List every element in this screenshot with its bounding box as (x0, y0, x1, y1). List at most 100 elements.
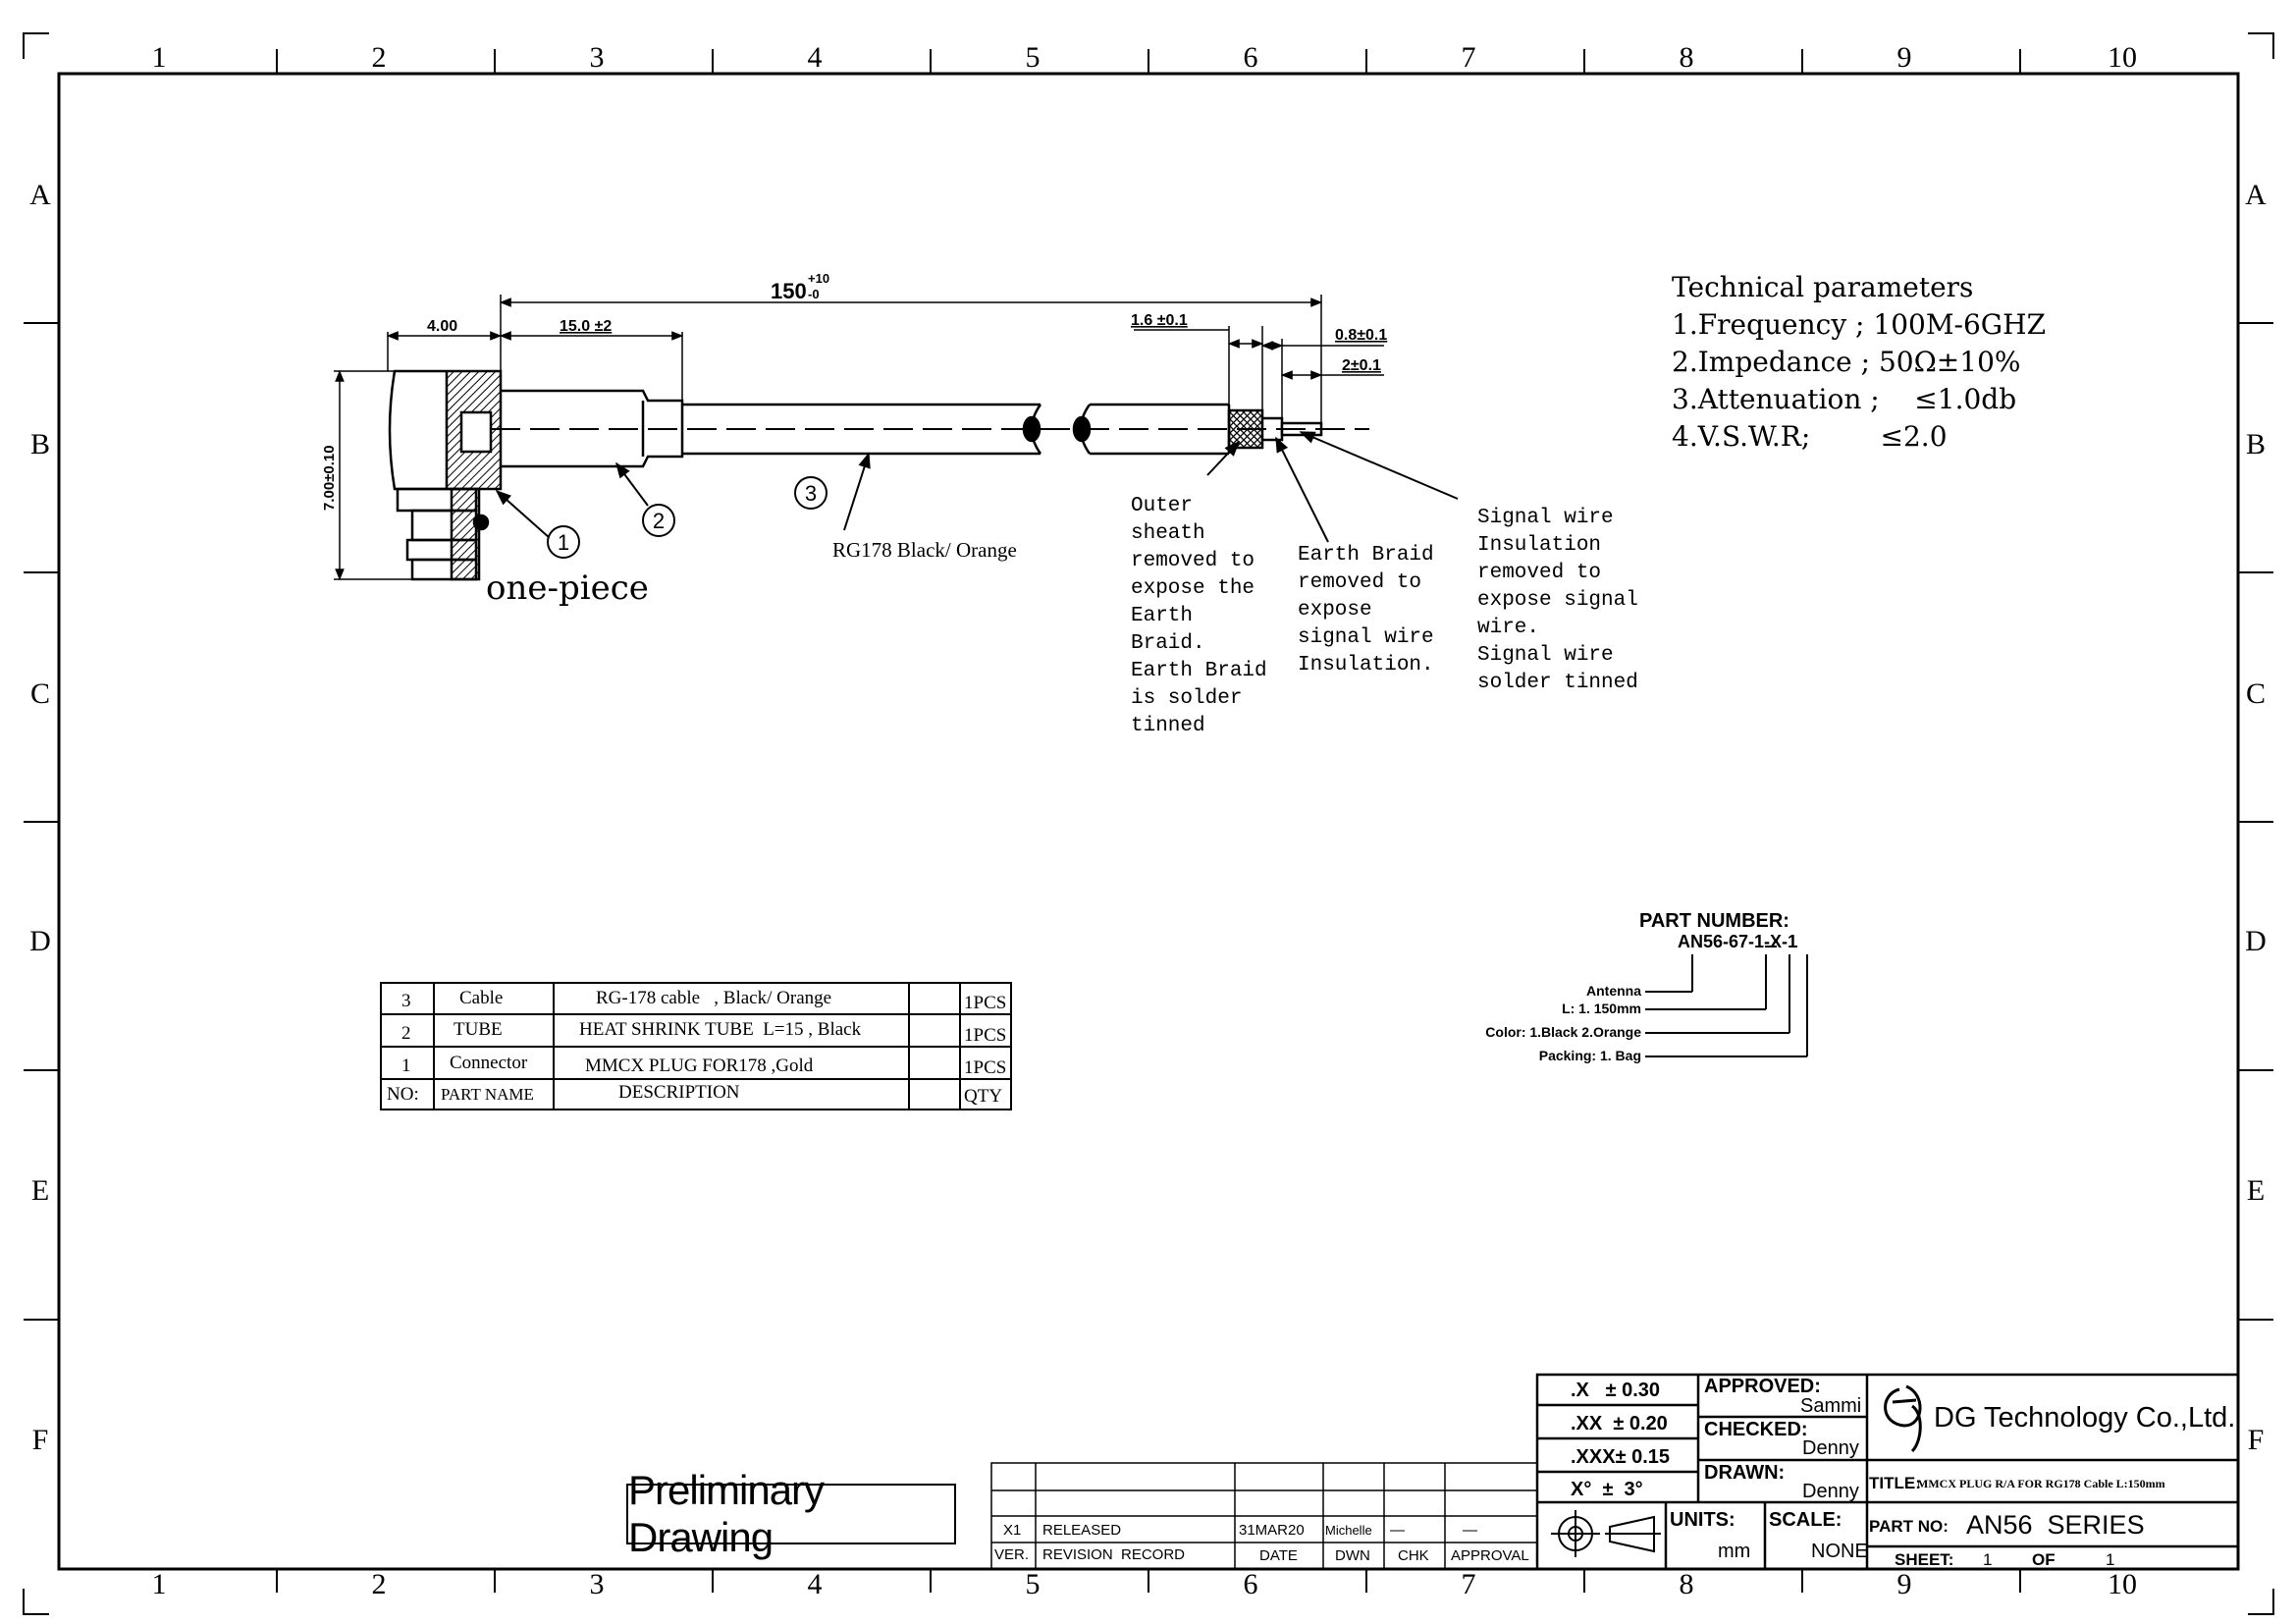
col-label-top: 1 (152, 41, 167, 74)
col-label-top: 9 (1897, 41, 1912, 74)
col-label-bottom: 2 (372, 1568, 387, 1600)
row-label-right: E (2247, 1174, 2265, 1207)
rev-chk: — (1390, 1522, 1405, 1539)
preliminary-drawing-stamp: Preliminary Drawing (626, 1467, 956, 1560)
part-number-title: PART NUMBER: (1639, 910, 1789, 932)
col-label-bottom: 5 (1026, 1568, 1041, 1600)
projection-symbol-icon (1551, 1510, 1661, 1557)
bom-header-desc: DESCRIPTION (618, 1082, 740, 1103)
technical-parameters: Technical parameters 1.Frequency ; 100M-… (1672, 271, 2046, 453)
svg-text:removed to: removed to (1477, 562, 1601, 584)
dim-0-8: 0.8±0.1 (1335, 327, 1387, 344)
svg-text:Earth Braid: Earth Braid (1298, 544, 1434, 567)
bom-no: 1 (401, 1056, 411, 1076)
sheet-value: 1 (1983, 1550, 1992, 1569)
bom-header-qty: QTY (964, 1086, 1002, 1107)
partno-value: AN56 SERIES (1966, 1510, 2145, 1540)
svg-text:Signal wire: Signal wire (1477, 507, 1614, 529)
sheet-label: SHEET: (1895, 1550, 1953, 1569)
note-earth-braid: Earth Braid removed to expose signal wir… (1298, 544, 1434, 677)
scale-value: NONE (1811, 1541, 1868, 1562)
cable-label: RG178 Black/ Orange (832, 538, 1017, 562)
col-label-bottom: 9 (1897, 1568, 1912, 1600)
bom-desc: HEAT SHRINK TUBE L=15 , Black (579, 1019, 862, 1040)
company-name: DG Technology Co.,Ltd. (1934, 1402, 2235, 1434)
col-label-top: 6 (1244, 41, 1258, 74)
tech-line: 1.Frequency ; 100M-6GHZ (1672, 308, 2046, 341)
svg-text:solder tinned: solder tinned (1477, 672, 1638, 694)
tol-angle: X° ± 3° (1571, 1479, 1643, 1500)
dim-4: 4.00 (427, 318, 457, 335)
rev-record: RELEASED (1042, 1522, 1121, 1539)
tol-x: .X ± 0.30 (1571, 1380, 1660, 1401)
scale-label: SCALE: (1769, 1509, 1842, 1531)
svg-text:Outer: Outer (1131, 495, 1193, 517)
drawn-label: DRAWN: (1704, 1462, 1785, 1484)
connector-body (388, 369, 1323, 581)
bom-qty: 1PCS (964, 993, 1006, 1013)
corner-marks (23, 32, 2274, 1615)
dim-150-plus: +10 (808, 271, 829, 286)
row-label-left: E (31, 1174, 49, 1207)
row-label-left: B (30, 428, 50, 460)
rev-approval: — (1463, 1522, 1477, 1539)
svg-text:Insulation.: Insulation. (1298, 654, 1434, 677)
of-label: OF (2032, 1550, 2056, 1569)
dim-150-minus: -0 (808, 287, 820, 301)
dim-1-6: 1.6 ±0.1 (1131, 312, 1188, 329)
svg-text:sheath: sheath (1131, 522, 1205, 545)
zone-ticks (24, 49, 2273, 1593)
col-label-bottom: 8 (1680, 1568, 1694, 1600)
svg-text:is solder: is solder (1131, 687, 1242, 710)
part-number: PART NUMBER: AN56-67-1-X-1 Antenna L: 1.… (1485, 910, 1808, 1063)
row-label-right: F (2248, 1424, 2265, 1456)
rev-header-approval: APPROVAL (1451, 1547, 1529, 1564)
tol-xx: .XX ± 0.20 (1571, 1413, 1668, 1435)
checked-label: CHECKED: (1704, 1419, 1808, 1440)
svg-text:Insulation: Insulation (1477, 534, 1601, 557)
col-label-bottom: 7 (1462, 1568, 1476, 1600)
title-value: MMCX PLUG R/A FOR RG178 Cable L:150mm (1917, 1477, 2165, 1490)
bom-header-name: PART NAME (441, 1085, 534, 1104)
part-legend: Color: 1.Black 2.Orange (1485, 1024, 1641, 1040)
row-label-left: F (32, 1424, 49, 1456)
bom-desc: MMCX PLUG FOR178 ,Gold (585, 1056, 814, 1076)
checked-name: Denny (1802, 1437, 1859, 1459)
col-label-top: 5 (1026, 41, 1041, 74)
svg-text:tinned: tinned (1131, 715, 1205, 737)
svg-text:expose signal: expose signal (1477, 589, 1638, 612)
revision-table: X1 RELEASED 31MAR20 Michelle — — VER. RE… (990, 1462, 1538, 1570)
dim-150: 150 (771, 279, 807, 303)
col-label-top: 7 (1462, 41, 1476, 74)
svg-text:expose: expose (1298, 599, 1372, 622)
zone-labels: 1 2 3 4 5 6 7 8 9 10 1 2 3 4 5 6 7 8 9 1… (29, 41, 2267, 1600)
bom-table: 3 Cable RG-178 cable , Black/ Orange 1PC… (380, 982, 1012, 1110)
bom-no: 2 (401, 1023, 411, 1044)
bom-no: 3 (401, 991, 411, 1011)
approved-label: APPROVED: (1704, 1376, 1821, 1397)
row-label-right: D (2245, 925, 2267, 957)
company-logo-icon (1884, 1384, 1922, 1453)
svg-text:Earth: Earth (1131, 605, 1193, 627)
row-label-left: A (29, 179, 51, 211)
bom-qty: 1PCS (964, 1057, 1006, 1078)
row-label-right: C (2246, 677, 2266, 710)
approved-name: Sammi (1800, 1395, 1861, 1417)
rev-dwn: Michelle (1325, 1523, 1372, 1538)
svg-text:removed to: removed to (1298, 571, 1421, 594)
svg-text:removed to: removed to (1131, 550, 1255, 572)
col-label-top: 10 (2108, 41, 2137, 74)
rev-date: 31MAR20 (1239, 1522, 1305, 1539)
callout-2: 2 (653, 509, 665, 533)
col-label-bottom: 6 (1244, 1568, 1258, 1600)
dim-2: 2±0.1 (1342, 357, 1381, 374)
tech-line: 4.V.S.W.R; ≤2.0 (1672, 420, 1948, 453)
bom-desc: RG-178 cable , Black/ Orange (596, 988, 831, 1008)
tech-line: 3.Attenuation ; ≤1.0db (1672, 383, 2016, 415)
col-label-bottom: 3 (590, 1568, 605, 1600)
tol-xxx: .XXX± 0.15 (1571, 1446, 1670, 1468)
col-label-top: 2 (372, 41, 387, 74)
bom-name: TUBE (454, 1019, 503, 1040)
rev-ver: X1 (1003, 1522, 1021, 1539)
